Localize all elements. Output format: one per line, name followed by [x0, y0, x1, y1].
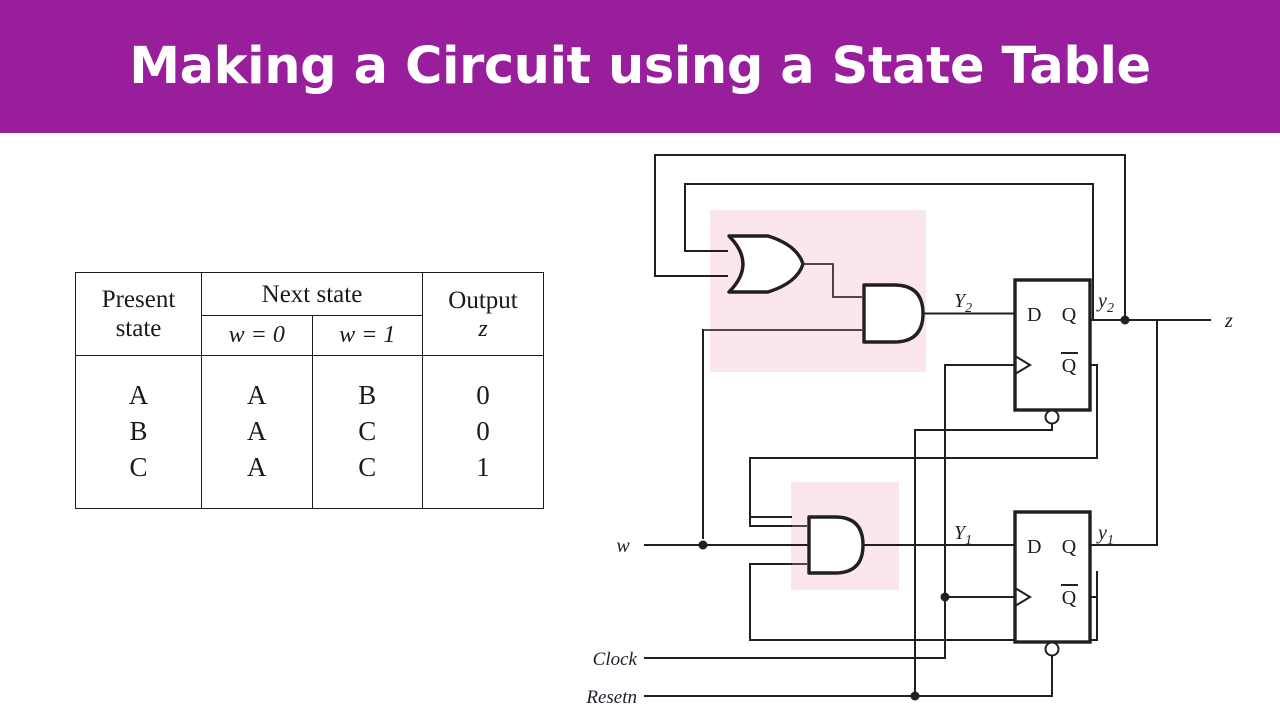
flipflop-2-pin-q: Q — [1062, 304, 1077, 326]
next-state-w1-value: C — [358, 452, 377, 483]
header-present-state-line2: state — [115, 315, 162, 343]
header-banner: Making a Circuit using a State Table — [0, 0, 1280, 133]
wire-ff1-q-y1 — [1089, 429, 1158, 546]
wire-y2-feedback-to-or — [654, 154, 1126, 321]
wire-resetn-to-ff2 — [914, 423, 1053, 431]
state-table: Present state Next state Output z w = 0 — [75, 271, 544, 509]
label-clock: Clock — [593, 649, 638, 670]
or-gate-1 — [727, 234, 805, 294]
flipflop-1-pin-d: D — [1027, 536, 1041, 558]
next-state-w0-value: A — [247, 380, 267, 411]
header-next-state-w0-label: w = 0 — [228, 322, 285, 349]
and-gate-1 — [862, 283, 925, 344]
table-body-row: A B C A A A B C C — [75, 355, 544, 509]
next-state-w1-values: B C C — [313, 378, 423, 486]
output-value: 1 — [476, 452, 490, 483]
next-state-w1-value: C — [358, 416, 377, 447]
header-next-state-w1: w = 1 — [311, 315, 423, 357]
output-value: 0 — [476, 380, 490, 411]
label-w: w — [616, 535, 630, 557]
wire-ff1-qbar-out — [1089, 596, 1098, 641]
header-output-line2: z — [478, 315, 488, 342]
flipflop-1-reset-bubble — [1044, 641, 1060, 657]
label-Y2: Y2 — [954, 290, 972, 316]
output-value: 0 — [476, 416, 490, 447]
output-values: 0 0 1 — [423, 378, 543, 486]
junction-w-branch — [698, 540, 708, 550]
wire-or1-out-to-and1 — [803, 263, 862, 298]
present-state-values: A B C — [76, 378, 201, 486]
header-next-state-label: Next state — [261, 280, 363, 308]
table-header-row-2: w = 0 w = 1 — [76, 315, 544, 357]
page-title: Making a Circuit using a State Table — [129, 37, 1151, 96]
header-next-state: Next state — [201, 271, 423, 317]
wire-y2-second-to-or — [684, 183, 1094, 321]
header-present-state: Present state — [75, 271, 202, 357]
flipflop-2-pin-d: D — [1027, 304, 1041, 326]
header-present-state-line1: Present — [101, 285, 176, 313]
header-output-line1: Output — [448, 286, 518, 314]
present-state-value: A — [128, 380, 149, 411]
wire-and2-top-corner — [749, 516, 792, 527]
table-header-row-1: Present state Next state Output z — [75, 271, 544, 357]
flipflop-1-box — [1013, 510, 1092, 644]
next-state-w0-values: A A A — [202, 378, 312, 486]
header-next-state-w1-label: w = 1 — [339, 322, 396, 349]
wire-ff2-qbar-to-and2 — [749, 364, 1098, 518]
flipflop-2-pin-qbar: Q — [1062, 355, 1077, 377]
flipflop-1-pin-qbar: Q — [1062, 587, 1077, 609]
cell-next-state-w1: B C C — [311, 355, 423, 509]
flipflop-1-pin-q: Q — [1062, 536, 1077, 558]
flipflop-2-reset-bubble — [1044, 409, 1060, 425]
cell-output: 0 0 1 — [422, 355, 544, 509]
wire-resetn-to-ff1 — [914, 655, 1053, 697]
junction-clock-ff1 — [940, 592, 950, 602]
label-resetn: Resetn — [585, 687, 637, 708]
cell-next-state-w0: A A A — [201, 355, 313, 509]
present-state-value: B — [129, 416, 148, 447]
header-output: Output z — [422, 271, 544, 357]
cell-present-states: A B C — [75, 355, 202, 509]
next-state-w0-value: A — [247, 416, 267, 447]
circuit-diagram: D Q Q D Q Q — [585, 140, 1280, 720]
and-gate-2 — [807, 515, 865, 575]
label-z: z — [1224, 310, 1233, 332]
next-state-w1-value: B — [358, 380, 377, 411]
circuit-svg: D Q Q D Q Q — [585, 154, 1233, 708]
present-state-value: C — [129, 452, 148, 483]
header-next-state-w0: w = 0 — [201, 315, 313, 357]
state-table-grid: Present state Next state Output z w = 0 — [75, 271, 544, 509]
next-state-w0-value: A — [247, 452, 267, 483]
junction-y2-z — [1120, 315, 1130, 325]
label-y2: y2 — [1096, 290, 1114, 316]
flipflop-2-box — [1013, 278, 1092, 412]
